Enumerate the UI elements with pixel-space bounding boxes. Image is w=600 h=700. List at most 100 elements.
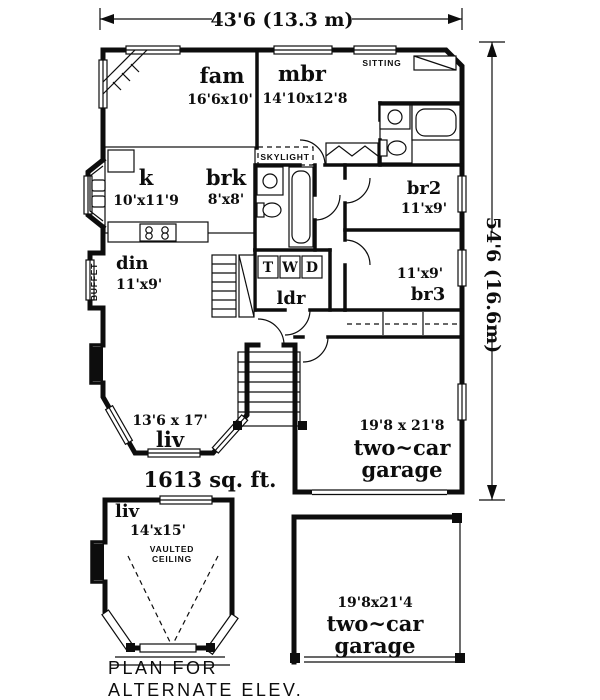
dryer-label: D: [306, 260, 318, 276]
alt-garage-size: 19'8x21'4: [337, 595, 413, 611]
br2-door-swing: [344, 177, 371, 204]
alt-porch-post: [206, 643, 215, 652]
bath-door-swing: [314, 194, 341, 221]
br3-door-swing: [344, 239, 371, 266]
room-label-garage-2: garage: [361, 457, 442, 482]
fridge: [107, 149, 135, 173]
alt-garage-post: [452, 513, 462, 523]
bath-vanity: [379, 104, 411, 130]
room-size-br3: 11'x9': [397, 266, 443, 282]
bath2-sink: [262, 173, 278, 189]
ldr-door-swing: [284, 309, 311, 336]
fam-corner-fireplace: [102, 49, 148, 95]
room-label-ldr: ldr: [277, 288, 306, 309]
bath2-vanity: [256, 166, 284, 196]
buffet-window: [85, 259, 95, 301]
room-label-br3: br3: [411, 284, 446, 305]
room-size-k: 10'x11'9: [113, 193, 179, 209]
sitting-window-top: [353, 45, 397, 55]
bathtub: [411, 104, 461, 141]
garage-entry-door-swing: [302, 336, 329, 363]
master-bath-fixtures: [379, 104, 461, 164]
room-size-fam: 16'6x10': [187, 92, 253, 108]
alt-garage-label-1: two~car: [327, 611, 425, 636]
laundry-appliances: T W D: [257, 255, 323, 279]
caption-line-1: PLAN FOR: [108, 658, 218, 678]
dimension-right: 54'6 (16.6m): [479, 41, 505, 501]
entry-steps: [233, 351, 307, 430]
washer-label: W: [281, 260, 298, 276]
room-size-mbr: 14'10x12'8: [262, 91, 347, 107]
dimension-top: 43'6 (13.3 m): [99, 8, 463, 31]
sitting-window-seat: [413, 55, 457, 71]
din-cabinets: [211, 254, 255, 318]
arrow-down-icon: [487, 485, 497, 500]
room-size-brk: 8'x8': [208, 192, 244, 208]
room-label-k: k: [139, 165, 154, 190]
room-label-brk: brk: [206, 165, 247, 190]
room-size-br2: 11'x9': [401, 201, 447, 217]
bifold-doors: [325, 145, 379, 157]
washer: [279, 255, 301, 279]
room-label-sitting: SITTING: [362, 58, 401, 68]
buffet-label: BUFFET: [89, 263, 99, 301]
alt-porch-post: [126, 643, 135, 652]
arrow-left-icon: [100, 14, 114, 24]
laundry-tub-label: T: [263, 260, 274, 276]
total-area-label: 1613 sq. ft.: [144, 467, 277, 492]
mbr-door-swing: [299, 139, 326, 166]
toilet-tank: [379, 139, 388, 157]
mbr-closet: [325, 142, 379, 166]
arrow-up-icon: [487, 42, 497, 57]
hall-closets: [347, 312, 460, 335]
mbr-window-top: [273, 45, 333, 55]
garage-door-main: [312, 487, 447, 497]
liv-bay-window-bottom: [147, 448, 201, 458]
garage-window: [457, 383, 467, 421]
room-label-fam: fam: [200, 63, 245, 88]
liv-fireplace: [91, 347, 103, 381]
liv-bay-window-right: [211, 414, 249, 454]
front-door-swing: [257, 318, 285, 346]
bath2-tub: [288, 166, 314, 248]
room-size-garage: 19'8 x 21'8: [359, 418, 444, 434]
alt-garage-label-2: garage: [334, 633, 415, 658]
room-label-mbr: mbr: [278, 61, 327, 86]
alt-room-label-liv: liv: [115, 501, 140, 522]
bay-counter: [89, 165, 104, 222]
kitchen-sink-2: [91, 195, 106, 208]
laundry-tub: [257, 255, 279, 279]
arrow-right-icon: [448, 14, 462, 24]
fam-window-left: [98, 59, 108, 109]
vaulted-label-2: CEILING: [152, 554, 192, 564]
fam-window-top: [125, 45, 181, 55]
room-labels: fam 16'6x10' mbr 14'10x12'8 SITTING k 10…: [89, 58, 451, 492]
room-label-br2: br2: [407, 178, 442, 199]
porch-post: [298, 421, 307, 430]
alt-garage-post: [455, 653, 465, 663]
kitchen-sink: [91, 179, 106, 192]
vaulted-label-1: VAULTED: [150, 544, 194, 554]
alt-garage-post: [290, 653, 300, 663]
alt-liv-fireplace: [92, 544, 104, 580]
toilet: [387, 140, 407, 156]
center-bath-fixtures: [256, 166, 314, 248]
caption-line-2: ALTERNATE ELEV.: [108, 680, 303, 700]
room-label-din: din: [116, 253, 149, 274]
room-size-liv: 13'6 x 17': [132, 413, 207, 429]
vaulted-ceiling-line: [127, 555, 171, 643]
alt-room-size-liv: 14'x15': [130, 523, 186, 539]
room-size-din: 11'x9': [116, 277, 162, 293]
porch-post: [233, 421, 242, 430]
bath2-toilet: [262, 202, 282, 218]
room-label-garage-1: two~car: [354, 435, 452, 460]
room-label-liv: liv: [156, 427, 185, 452]
alternate-plan: liv 14'x15' VAULTED CEILING 19'8x21'4 tw…: [90, 495, 465, 700]
skylight-outline: [257, 146, 314, 166]
br3-window: [457, 249, 467, 287]
kitchen-fixtures: [89, 146, 314, 243]
skylight-label: SKYLIGHT: [260, 152, 309, 162]
vaulted-ceiling-line: [173, 555, 219, 643]
liv-bay-window-left: [104, 404, 134, 446]
height-dimension-label: 54'6 (16.6m): [482, 217, 504, 353]
